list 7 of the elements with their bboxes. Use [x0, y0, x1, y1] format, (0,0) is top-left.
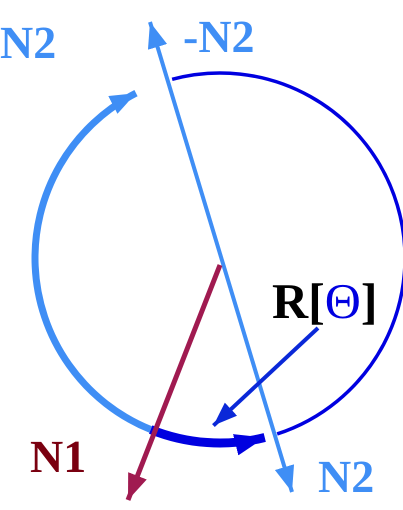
vector-label: N2: [0, 20, 56, 66]
arc-arrow: [149, 425, 266, 454]
vector-label: N2: [318, 454, 374, 500]
angle-label: R[Θ]: [272, 276, 378, 326]
vector-label: -N2: [183, 14, 255, 60]
leader-arrow: [212, 326, 320, 427]
vector-label: N1: [30, 434, 86, 480]
